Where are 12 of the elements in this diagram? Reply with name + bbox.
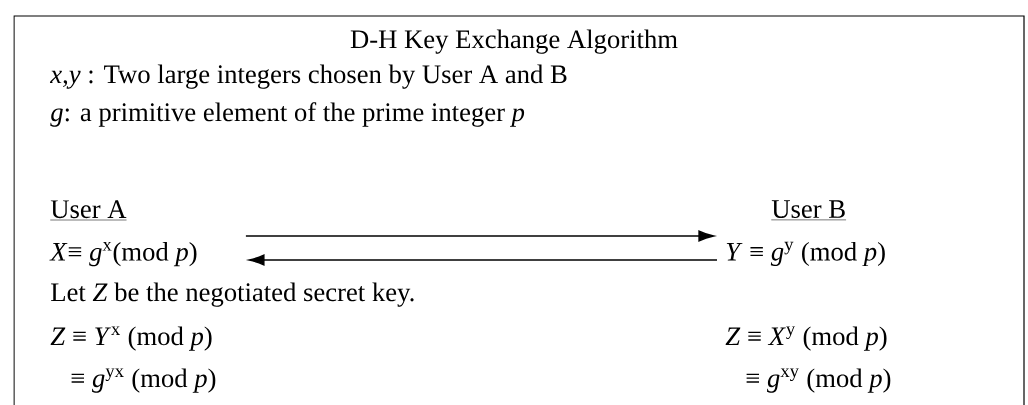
user-column: User A X≡ g$^{x}$(mod p) — [49, 200, 197, 267]
text-line: Z ≡ Y$^{x}$ (mod p) — [50, 326, 212, 351]
text-line: Let Z be the negotiated secret key. — [51, 282, 414, 307]
text-line: x,y : Two large integers chosen by User A and B — [49, 64, 567, 89]
arrow — [245, 230, 715, 242]
title: D-H Key Exchange Algorithm — [350, 29, 678, 54]
text-line: ≡ g$^{yx}$ (mod p) — [71, 368, 216, 393]
user-column: User B Y ≡ g$^{y}$ (mod p) — [726, 200, 885, 267]
text-line: Z ≡ X$^{y}$ (mod p) — [725, 326, 887, 351]
text-line: ≡ g$^{xy}$ (mod p) — [746, 368, 891, 393]
text-line: g: a primitive element of the prime integer p — [50, 102, 525, 127]
arrow — [248, 254, 718, 266]
